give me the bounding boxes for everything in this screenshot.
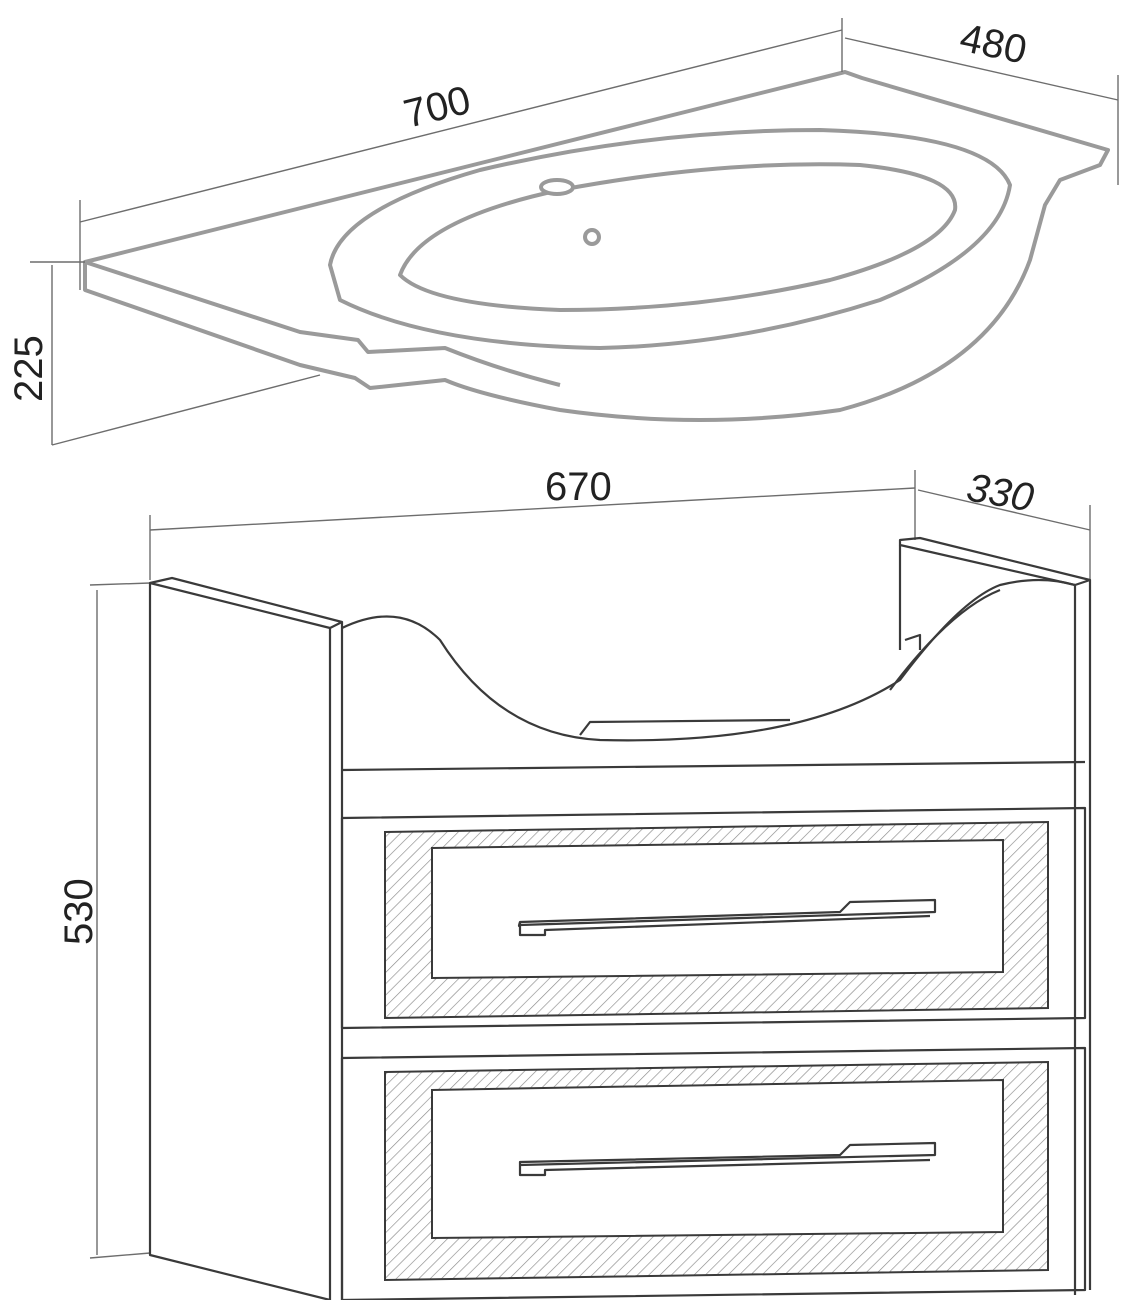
basin-front-edge [84,260,561,387]
dim-basin-height: 225 [7,335,51,402]
drawer-handle-bottom[interactable] [518,1141,937,1177]
drawer-handle-top[interactable] [517,898,937,937]
dim-basin-width: 700 [400,78,475,137]
drain-hole [583,228,601,246]
dim-cabinet-width: 670 [545,465,612,509]
cabinet-front-cutout [341,578,1076,742]
cabinet-drawing: 670 330 530 [57,465,1092,1300]
drawer-top[interactable] [340,806,1087,1030]
basin-drawing: 700 480 225 [7,16,1119,446]
dim-cabinet-height: 530 [57,878,101,945]
dim-line-480 [844,37,1119,101]
dim-basin-depth: 480 [956,16,1030,73]
dim-line-330 [917,489,1091,531]
dim-line-700 [79,29,843,223]
cabinet-back-right-panel [898,536,1092,1295]
dim-line-670 [149,487,916,531]
cabinet-side-panel [148,581,332,1300]
drawer-bottom[interactable] [340,1046,1087,1300]
tap-hole [539,178,575,196]
dim-cabinet-depth: 330 [963,466,1036,521]
